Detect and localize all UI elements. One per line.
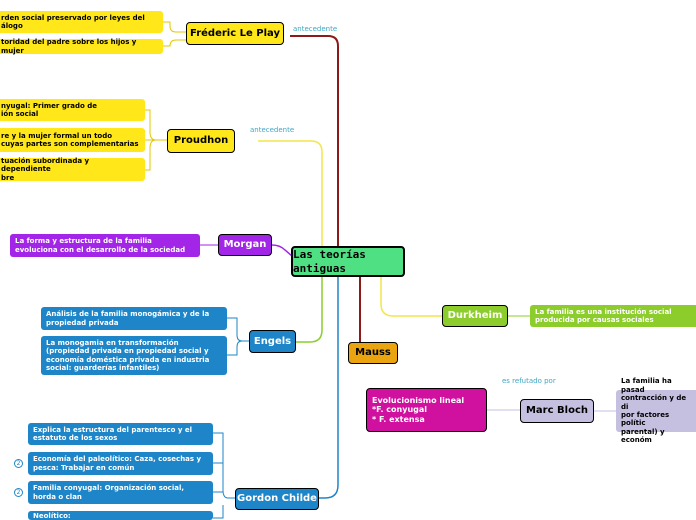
childe-leaf-3[interactable]: Familia conyugal: Organización social, h… <box>28 481 213 504</box>
childe-leaf-1[interactable]: Explica la estructura del parentesco y e… <box>28 423 213 445</box>
engels-leaf-1[interactable]: Análisis de la familia monogámica y de l… <box>41 307 227 330</box>
node-mauss[interactable]: Mauss <box>348 342 398 364</box>
collapsed-count-badge[interactable]: 2 <box>14 459 23 468</box>
childe-leaf-2[interactable]: Economía del paleolítico: Caza, cosechas… <box>28 452 213 475</box>
node-morgan[interactable]: Morgan <box>218 234 272 256</box>
leplay-leaf-2[interactable]: toridad del padre sobre los hijos y muje… <box>0 38 163 55</box>
link-label-antecedente-proudhon: antecedente <box>250 126 295 134</box>
proudhon-leaf-2[interactable]: re y la mujer formal un todo cuyas parte… <box>0 128 145 152</box>
collapsed-count-badge[interactable]: 2 <box>14 488 23 497</box>
link-label-antecedente-le-play: antecedente <box>293 25 338 33</box>
link-label-es-refutado-por: es refutado por <box>502 377 556 385</box>
bloch-leaf-1[interactable]: La familia ha pasad contracción y de di … <box>616 377 696 444</box>
childe-leaf-4[interactable]: Neolítico: <box>28 511 213 520</box>
node-evolucionismo-lineal[interactable]: Evolucionismo lineal *F. conyugal * F. e… <box>366 388 487 432</box>
node-marc-bloch[interactable]: Marc Bloch <box>520 399 594 423</box>
central-topic[interactable]: Las teorías antiguas <box>291 246 405 277</box>
engels-leaf-2[interactable]: La monogamia en transformación (propieda… <box>41 336 227 375</box>
node-proudhon[interactable]: Proudhon <box>167 129 235 153</box>
durkheim-leaf-1[interactable]: La familia es una institución social pro… <box>530 305 696 327</box>
morgan-leaf-1[interactable]: La forma y estructura de la familia evol… <box>10 234 200 257</box>
node-le-play[interactable]: Fréderic Le Play <box>186 22 284 45</box>
proudhon-leaf-3[interactable]: tuación subordinada y dependiente bre <box>0 157 145 182</box>
node-durkheim[interactable]: Durkheim <box>442 305 508 327</box>
proudhon-leaf-1[interactable]: nyugal: Primer grado de ión social <box>0 99 145 121</box>
node-engels[interactable]: Engels <box>249 330 296 353</box>
leplay-leaf-1[interactable]: rden social preservado por leyes del álo… <box>0 11 163 33</box>
node-gordon-childe[interactable]: Gordon Childe <box>235 488 319 510</box>
